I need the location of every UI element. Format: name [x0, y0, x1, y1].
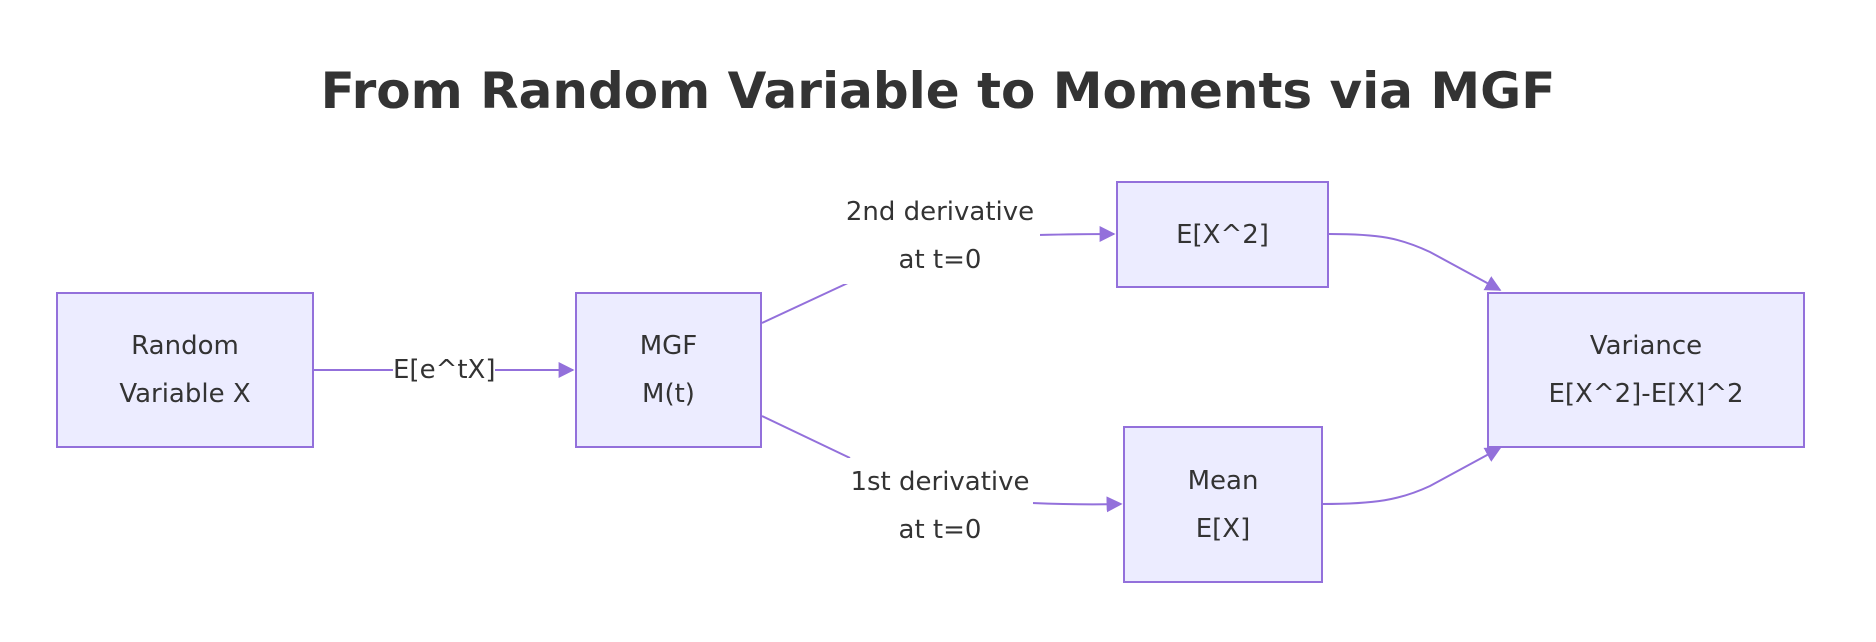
- edge-label-line1: 1st derivative: [850, 467, 1030, 497]
- edge-mgf-to-mean: [761, 415, 851, 459]
- diagram-title: From Random Variable to Moments via MGF: [320, 62, 1556, 120]
- node-mgf-line1: MGF: [639, 331, 698, 361]
- edge-mgf-to-ex2: [761, 281, 851, 324]
- edge-label-line2: at t=0: [898, 515, 982, 545]
- node-ex2[interactable]: E[X^2]: [1116, 181, 1329, 288]
- node-variance-line1: Variance: [1589, 331, 1703, 361]
- node-variance-line2: E[X^2]-E[X]^2: [1548, 379, 1744, 409]
- node-mgf[interactable]: MGF M(t): [575, 292, 762, 448]
- edge-label-mgf-to-ex2: 2nd derivative at t=0: [840, 188, 1040, 284]
- edge-ex2-to-variance: [1328, 233, 1502, 291]
- edge-label-mgf-to-mean: 1st derivative at t=0: [847, 458, 1033, 554]
- node-random-variable[interactable]: Random Variable X: [56, 292, 314, 448]
- node-mean-line2: E[X]: [1195, 513, 1251, 544]
- node-random-variable-line2: Variable X: [119, 379, 251, 409]
- node-random-variable-line1: Random: [131, 331, 239, 361]
- node-mean[interactable]: Mean E[X]: [1123, 426, 1323, 583]
- edge-label-rv-to-mgf: E[e^tX]: [393, 346, 496, 394]
- node-ex2-line1: E[X^2]: [1176, 219, 1269, 250]
- node-mgf-line2: M(t): [642, 379, 695, 409]
- edge-label-line1: 2nd derivative: [845, 197, 1035, 227]
- edge-label-line2: at t=0: [898, 245, 982, 275]
- edge-mgf-to-mean-arrow: [1031, 496, 1123, 513]
- edge-mgf-to-ex2-arrow: [1037, 226, 1116, 243]
- edge-mean-to-variance: [1321, 447, 1502, 505]
- node-variance[interactable]: Variance E[X^2]-E[X]^2: [1487, 292, 1805, 448]
- node-mean-line1: Mean: [1187, 465, 1259, 496]
- edge-label-text: E[e^tX]: [393, 355, 496, 385]
